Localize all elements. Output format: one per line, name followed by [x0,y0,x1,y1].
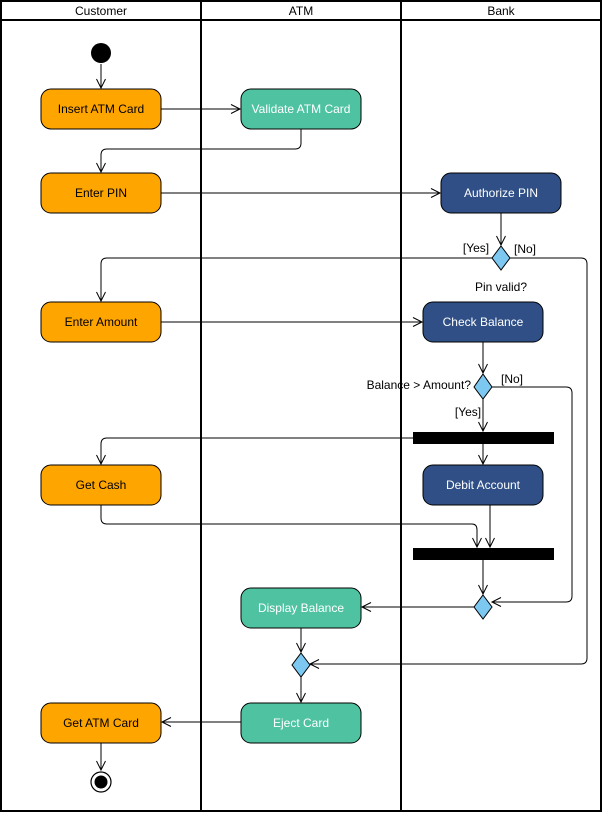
action-enter-pin[interactable]: Enter PIN [40,172,162,214]
action-label: Check Balance [443,315,524,329]
start-node [91,43,111,63]
action-label: Enter PIN [75,186,127,200]
end-node [90,771,112,793]
action-debit-account[interactable]: Debit Account [422,464,544,506]
edge-pin-no [308,257,588,669]
decision-balance[interactable] [473,373,493,400]
action-insert-atm-card[interactable]: Insert ATM Card [40,88,162,130]
decision-pin-valid[interactable] [491,245,511,271]
guard-pin-yes: [Yes] [463,241,489,255]
action-label: Get Cash [76,478,127,492]
lane-header-atm: ATM [289,4,313,18]
action-label: Insert ATM Card [58,102,144,116]
action-check-balance[interactable]: Check Balance [422,301,544,343]
action-label: Validate ATM Card [252,102,351,116]
merge-node-bank [473,594,493,620]
fork-bar [413,432,554,444]
action-get-cash[interactable]: Get Cash [40,464,162,506]
edges [96,64,588,772]
action-label: Enter Amount [65,315,138,329]
edge-fork-to-getcash [96,437,413,466]
join-bar [413,548,554,560]
action-label: Authorize PIN [464,186,538,200]
edge-pin-yes [96,257,492,303]
action-label: Get ATM Card [63,716,139,730]
edge-validate-to-enterpin [96,129,302,174]
merge-node-atm [291,652,311,678]
action-label: Display Balance [258,601,344,615]
edge-getcash-to-join [100,505,482,549]
action-eject-card[interactable]: Eject Card [240,702,362,744]
guard-pin-question: Pin valid? [475,280,527,294]
action-label: Debit Account [446,478,521,492]
action-display-balance[interactable]: Display Balance [240,587,362,629]
action-get-atm-card[interactable]: Get ATM Card [40,702,162,744]
edge-balance-no [490,386,573,607]
action-label: Eject Card [273,716,329,730]
action-validate-atm-card[interactable]: Validate ATM Card [240,88,362,130]
guard-balance-question: Balance > Amount? [367,378,472,392]
action-authorize-pin[interactable]: Authorize PIN [440,172,562,214]
guard-balance-no: [No] [501,372,523,386]
lane-header-customer: Customer [75,4,127,18]
guard-balance-yes: [Yes] [455,405,481,419]
lane-header-bank: Bank [487,4,515,18]
guard-pin-no: [No] [514,242,536,256]
action-enter-amount[interactable]: Enter Amount [40,301,162,343]
